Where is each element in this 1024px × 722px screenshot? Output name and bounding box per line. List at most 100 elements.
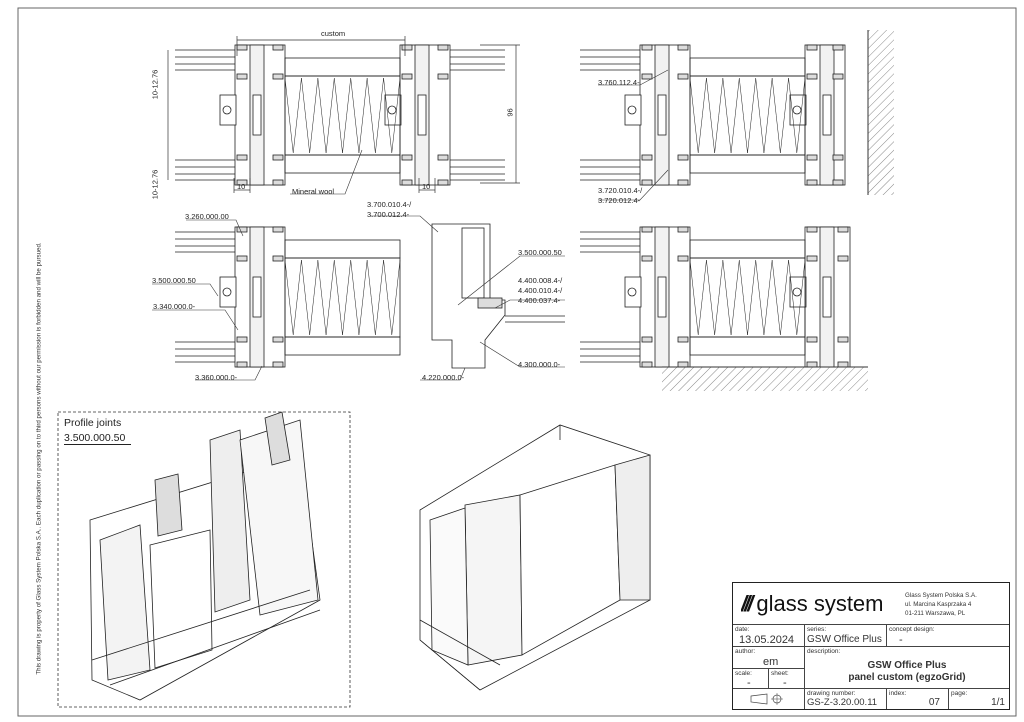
gasket xyxy=(837,336,849,343)
connector-hole xyxy=(387,105,397,115)
panel-face xyxy=(689,336,806,356)
connector xyxy=(624,94,642,126)
gasket xyxy=(272,73,284,80)
gasket xyxy=(641,44,653,51)
panel-face xyxy=(284,154,401,174)
description-line1: GSW Office Plus xyxy=(867,660,947,671)
label-part: 4.400.037.4- xyxy=(518,296,561,305)
gasket xyxy=(641,255,653,262)
gasket xyxy=(272,255,284,262)
end-gasket xyxy=(477,297,503,309)
connector xyxy=(219,94,237,126)
mineral-wool-zigzag xyxy=(284,259,401,336)
gasket xyxy=(641,361,653,368)
wall-hatch xyxy=(868,30,894,195)
gasket xyxy=(272,226,284,233)
gasket xyxy=(236,226,248,233)
label-part: 3.360.000.0- xyxy=(195,373,238,382)
connector xyxy=(384,94,402,126)
drawing-number-cell: drawing number:GS-Z-3.20.00.11 xyxy=(805,689,887,709)
date-cell: date:13.05.2024 xyxy=(733,625,805,647)
gasket xyxy=(806,226,818,233)
gasket xyxy=(236,336,248,343)
gasket xyxy=(437,73,449,80)
connector-hole xyxy=(222,105,232,115)
gasket xyxy=(677,154,689,161)
connector-hole xyxy=(792,105,802,115)
connector xyxy=(789,94,807,126)
gasket xyxy=(272,361,284,368)
profile-insert xyxy=(417,94,427,136)
projection-symbol xyxy=(733,689,805,709)
gasket xyxy=(832,73,844,80)
gasket xyxy=(236,255,248,262)
mineral-wool-zigzag xyxy=(284,77,401,154)
date-value: 13.05.2024 xyxy=(739,634,795,646)
sheet-cell: sheet:- xyxy=(769,669,805,689)
gasket xyxy=(677,255,689,262)
connector-hole xyxy=(627,287,637,297)
gasket xyxy=(641,73,653,80)
label-part: 4.400.010.4-/ xyxy=(518,286,563,295)
gasket xyxy=(272,336,284,343)
profile-insert xyxy=(252,94,262,136)
label-part: 3.760.112.4- xyxy=(598,78,640,87)
detail-title: Profile joints xyxy=(64,417,122,429)
end-profile-chamber xyxy=(461,227,485,299)
gasket xyxy=(806,73,818,80)
gasket xyxy=(401,44,413,51)
gasket xyxy=(832,44,844,51)
page-cell: page:1/1 xyxy=(951,690,1005,708)
title-block: ///glass system Glass System Polska S.A.… xyxy=(732,582,1010,710)
gasket xyxy=(837,226,849,233)
gasket xyxy=(806,44,818,51)
gasket xyxy=(806,255,818,262)
gasket xyxy=(236,73,248,80)
dim-offset-right: 10 xyxy=(422,182,431,191)
gasket xyxy=(837,255,849,262)
connector xyxy=(219,276,237,308)
label-part: 4.400.008.4-/ xyxy=(518,276,563,285)
gasket xyxy=(236,179,248,186)
isometric-views xyxy=(89,411,651,701)
section-views xyxy=(175,44,851,369)
company-logo: ///glass system xyxy=(741,591,884,616)
logo-cell: ///glass system Glass System Polska S.A.… xyxy=(733,583,1009,625)
connector xyxy=(624,276,642,308)
dim-glass-bottom: 10-12.76 xyxy=(150,169,160,200)
profile-insert xyxy=(822,276,832,318)
gasket xyxy=(677,226,689,233)
gasket xyxy=(677,361,689,368)
label-part: 3.500.000.50 xyxy=(518,248,562,257)
gasket xyxy=(437,44,449,51)
gasket xyxy=(677,336,689,343)
gasket xyxy=(641,226,653,233)
mineral-wool xyxy=(284,75,401,156)
profile-insert xyxy=(657,276,667,318)
label-part: 3.500.000.50 xyxy=(152,276,196,285)
author-cell: author:em xyxy=(733,647,805,669)
profile-insert xyxy=(657,94,667,136)
label-part: 3.700.012.4- xyxy=(367,210,410,219)
end-profile xyxy=(431,223,506,369)
gasket xyxy=(236,44,248,51)
mineral-wool xyxy=(284,257,401,338)
label-part: 4.300.000.0- xyxy=(518,360,561,369)
leader-lines xyxy=(152,69,669,381)
index-cell: index:07 xyxy=(887,689,949,709)
panel-face xyxy=(689,154,806,174)
label-part: 3.720.012.4- xyxy=(598,196,641,205)
gasket xyxy=(437,179,449,186)
gasket xyxy=(832,154,844,161)
detail-frame xyxy=(57,411,351,708)
first-angle-projection-icon xyxy=(750,693,783,705)
dim-offset-left: 10 xyxy=(237,182,246,191)
panel-face xyxy=(689,239,806,259)
label-part: 3.260.000.00 xyxy=(185,212,229,221)
label-part: 3.700.010.4-/ xyxy=(367,200,412,209)
gasket xyxy=(806,154,818,161)
series-value: GSW Office Plus xyxy=(807,634,882,645)
description-cell: description: GSW Office Plus panel custo… xyxy=(805,647,1009,689)
scale-cell: scale:- xyxy=(733,669,769,689)
